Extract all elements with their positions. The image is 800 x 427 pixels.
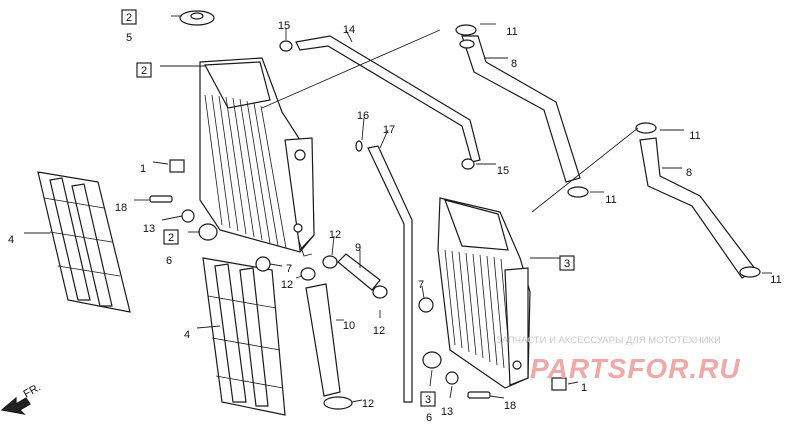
watermark-tagline: ЗАПЧАСТИ И АКСЕССУАРЫ ДЛЯ МОТОТЕХНИКИ [496,335,721,346]
callout-number: 13 [441,406,453,418]
callout-number: 1 [140,163,146,175]
callout-number: 6 [426,412,432,424]
hose-14 [295,35,481,163]
callout-number: 7 [418,279,424,291]
callout-number: 7 [286,263,292,275]
callout-box [121,9,137,25]
callout-c11b: 11 [689,130,700,142]
bolts-and-grommets [149,159,567,399]
callout-number: 8 [511,58,517,70]
callout-number: 10 [343,320,355,332]
left-radiator [199,57,315,257]
hose-10 [305,283,341,397]
callout-c11c: 11 [605,194,616,206]
front-label: FR. [22,381,43,400]
callout-box [559,255,575,271]
radiator-cap [179,10,215,26]
callout-c4b: 4 [184,329,190,341]
callout-number: 6 [166,255,172,267]
hose-8-upper [461,35,581,183]
right-radiator [437,197,531,389]
callout-c1b: 1 [581,382,587,394]
leader-lines [24,15,772,403]
callout-number: 5 [126,32,132,44]
callout-c16: 16 [357,110,369,122]
callout-c9: 9 [355,242,361,254]
callout-number: 2 [126,12,132,24]
hose-17 [367,145,413,403]
callout-c13a: 13 [143,223,155,235]
callout-c2b: 2 [136,62,152,78]
callout-c5a: 5 [126,32,132,44]
callout-number: 12 [362,398,374,410]
callout-number: 18 [504,400,516,412]
callout-box [163,229,179,245]
callout-c3: 3 [559,255,575,271]
callout-number: 4 [184,329,190,341]
callout-c7a: 7 [286,263,292,275]
callout-c6a: 6 [166,255,172,267]
watermark-brand: PARTSFOR.RU [530,353,741,384]
callout-box [136,62,152,78]
callout-c2c: 2 [163,229,179,245]
callout-c12b: 12 [281,279,293,291]
callout-c14: 14 [343,24,355,36]
callout-number: 12 [281,279,293,291]
callout-c12a: 12 [329,229,341,241]
callout-c18b: 18 [504,400,516,412]
callout-c3b: 3 [420,391,436,407]
callout-c6b: 6 [426,412,432,424]
hose-clamps [279,24,761,410]
front-direction-marker: FR. [0,381,43,415]
radiator-guard-lower [202,257,286,416]
callout-number: 18 [115,202,127,214]
callout-number: 17 [383,124,395,136]
callout-c8a: 8 [511,58,517,70]
callout-c18a: 18 [115,202,127,214]
callout-c12c: 12 [373,325,385,337]
callout-c11a: 11 [506,26,517,38]
callout-number: 11 [506,26,517,38]
callout-c15a: 15 [278,20,290,32]
callout-number: 12 [329,229,341,241]
callout-number: 12 [373,325,385,337]
hose-8-lower [639,137,757,279]
callout-number: 11 [605,194,616,206]
callout-c17: 17 [383,124,395,136]
callout-number: 4 [8,234,14,246]
callout-number: 3 [564,258,570,270]
callout-c8b: 8 [686,167,692,179]
radiator-guard-upper [37,171,131,313]
callout-number: 15 [497,165,509,177]
callout-c11d: 11 [770,274,781,286]
callout-c10: 10 [343,320,355,332]
callout-number: 11 [770,274,781,286]
callout-c13b: 13 [441,406,453,418]
callout-c2a: 2 [121,9,137,25]
callout-number: 8 [686,167,692,179]
callout-number: 1 [581,382,587,394]
watermark: ЗАПЧАСТИ И АКСЕССУАРЫ ДЛЯ МОТОТЕХНИКИ PA… [496,335,741,384]
hose-9 [337,253,381,291]
callout-number: 13 [143,223,155,235]
callout-c7b: 7 [418,279,424,291]
callout-number: 14 [343,24,355,36]
callout-c15b: 15 [497,165,509,177]
callout-c4a: 4 [8,234,14,246]
callout-box [420,391,436,407]
callout-c12d: 12 [362,398,374,410]
callout-c1a: 1 [140,163,146,175]
callout-number: 16 [357,110,369,122]
callout-number: 15 [278,20,290,32]
callout-number: 2 [141,65,147,77]
callout-number: 11 [689,130,700,142]
callout-number: 9 [355,242,361,254]
callout-number: 3 [425,394,431,406]
callout-number: 2 [168,232,174,244]
